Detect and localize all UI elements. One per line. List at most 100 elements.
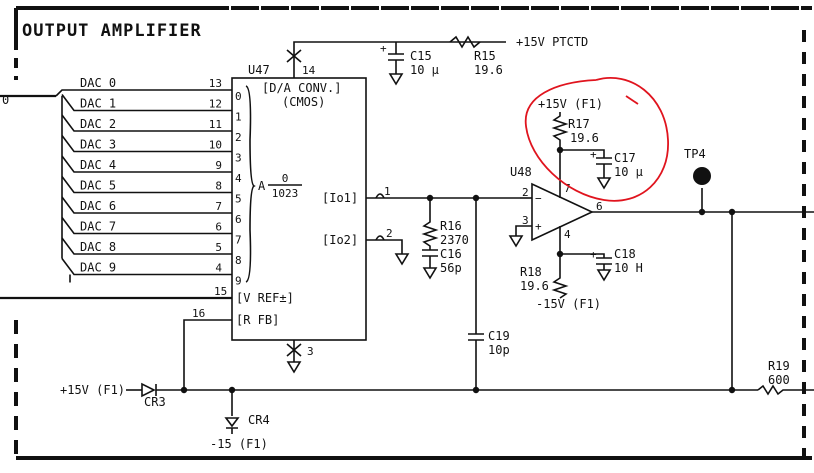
supply-ptctd: +15V PTCTD [516,35,588,49]
u47-pin-out1: 1 [384,185,391,198]
u47-input-pin-4: 4 [235,172,242,185]
dac-line-label-0: DAC 0 [80,76,116,90]
u48-pin2: 2 [522,186,529,199]
u47-rfb: [R FB] [236,313,279,327]
u48-negative-supply: + C18 10 H R18 19.6 -15V (F1) [520,247,643,311]
u47-input-pin-1: 1 [235,111,242,124]
c16-value: 56p [440,261,462,275]
dac-line-2 [61,114,232,132]
dac-line-4 [61,155,232,173]
u47-input-pin-0: 0 [235,90,242,103]
u48-positive-supply: +15V (F1) R17 19.6 + C17 10 µ [538,97,643,190]
sheet-frame [14,6,812,460]
c19-ref: C19 [488,329,510,343]
c15-value: 10 µ [410,63,439,77]
r15-ref: R15 [474,49,496,63]
dac-pin-number-7: 6 [215,221,222,234]
u47-vref: [V REF±] [236,291,294,305]
dac-line-label-4: DAC 4 [80,158,116,172]
c15-ref: C15 [410,49,432,63]
dac-pin-number-5: 8 [215,180,222,193]
r19-value: 600 [768,373,790,387]
c19-value: 10p [488,343,510,357]
dac-line-5 [61,176,232,194]
tp4-test-point [693,167,711,185]
svg-text:+: + [535,220,542,233]
u47-ref: U47 [248,63,270,77]
c17-ref: C17 [614,151,636,165]
sheet-title: OUTPUT AMPLIFIER [22,21,202,41]
c18-value: 10 H [614,261,643,275]
u48-pin3: 3 [522,214,529,227]
u47-input-pin-5: 5 [235,193,242,206]
left-edge-label: 0 [2,93,9,107]
supply-bottom: -15V (F1) [536,297,601,311]
junction-dots [180,146,736,394]
u47-desc: [D/A CONV.] [262,81,341,95]
c17-value: 10 µ [614,165,643,179]
u47-pin-out2: 2 [386,227,393,240]
dac-pin-number-1: 12 [209,98,222,111]
dac-line-label-1: DAC 1 [80,97,116,111]
r15-value: 19.6 [474,63,503,77]
dac-line-0 [55,89,232,97]
svg-text:+: + [590,248,597,261]
u47-gain-prefix: A [258,179,266,193]
dac-pin-number-4: 9 [215,159,222,172]
r17-value: 19.6 [570,131,599,145]
dac-pin-number-0: 13 [209,77,222,90]
r17-ref: R17 [568,117,590,131]
r18-ref: R18 [520,265,542,279]
cr4-supply: -15 (F1) [210,437,268,451]
dac-pin-number-2: 11 [209,118,222,131]
svg-text:−: − [535,192,542,205]
cr3-ref: CR3 [144,395,166,409]
r16-value: 2370 [440,233,469,247]
dac-line-6 [61,196,232,214]
feedback-rail: +15V (F1) CR3 CR4 -15 (F1) [60,319,758,451]
u48-pin7: 7 [564,182,571,195]
dac-line-8 [61,237,232,255]
dac-pin-number-8: 5 [215,241,222,254]
tp4-label: TP4 [684,147,706,161]
r19-ref: R19 [768,359,790,373]
u47-io1: [Io1] [322,191,358,205]
u48-ref: U48 [510,165,532,179]
dac-line-label-6: DAC 6 [80,199,116,213]
r16-ref: R16 [440,219,462,233]
c16-ref: C16 [440,247,462,261]
u47-pin-vref: 15 [214,285,227,298]
dac-output-network: R16 2370 C16 56p C19 10p [366,193,520,390]
u47-pin14: 14 [302,64,316,77]
dac-line-1 [61,94,232,112]
u48-pin4: 4 [564,228,571,241]
dac-line-label-3: DAC 3 [80,138,116,152]
dac-pin-number-3: 10 [209,139,222,152]
u47-pin3-ground [286,340,302,374]
u47-input-pin-9: 9 [235,275,242,288]
cr3-supply: +15V (F1) [60,383,125,397]
u47-gain-den: 1023 [272,187,299,200]
dac-pin-number-9: 4 [215,262,222,275]
u47-io2: [Io2] [322,233,358,247]
supply-top: +15V (F1) [538,97,603,111]
u48-pin6: 6 [596,200,603,213]
u48-op-amp: U48 2 3 6 7 4 − + [508,150,814,276]
c18-ref: C18 [614,247,636,261]
svg-text:+: + [380,42,387,55]
dac-line-label-7: DAC 7 [80,220,116,234]
dac-line-3 [61,135,232,153]
u47-tech: (CMOS) [282,95,325,109]
u47-gain-num: 0 [282,172,289,185]
u47-supply-network: + C15 10 µ R15 19.6 +15V PTCTD [286,35,588,86]
dac-bus-spine [61,96,71,283]
u47-input-pin-2: 2 [235,131,242,144]
u47-dac-chip: U47 [D/A CONV.] (CMOS) A 0 1023 [Io1] [I… [192,63,393,358]
dac-line-label-9: DAC 9 [80,261,116,275]
r18-value: 19.6 [520,279,549,293]
red-annotation-circle [524,77,669,202]
u47-input-pin-7: 7 [235,234,242,247]
output-stage: TP4 R19 600 [684,147,814,396]
